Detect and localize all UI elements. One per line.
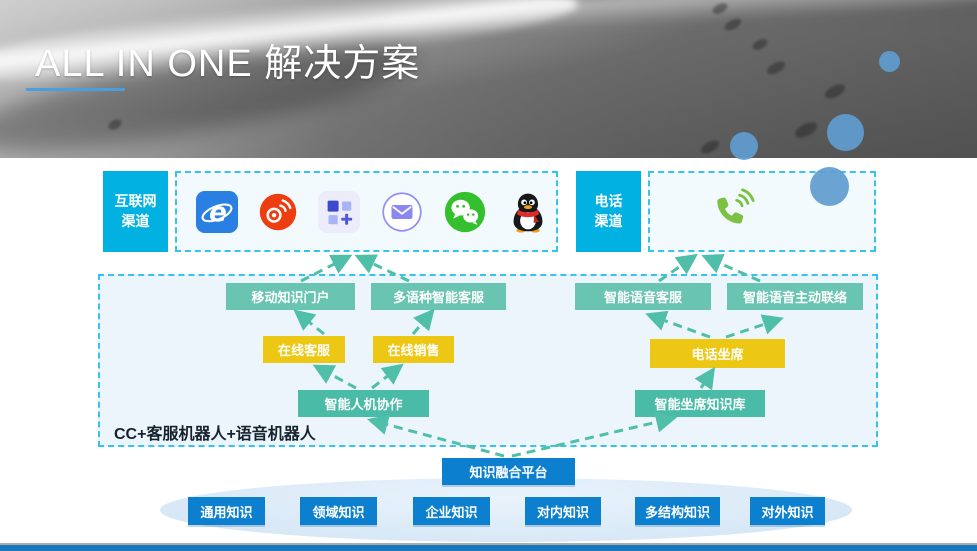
phone-channel-line2: 渠道	[594, 212, 623, 229]
internet-channel-label: 互联网 渠道	[103, 171, 168, 252]
node-external-knowledge: 对外知识	[750, 497, 825, 525]
phone-channel-label: 电话 渠道	[576, 171, 641, 252]
internet-channel-line1: 互联网	[114, 192, 157, 209]
decor-circle-medium	[827, 114, 864, 151]
mail-icon	[382, 191, 422, 232]
ie-browser-icon: e	[196, 190, 238, 233]
node-knowledge-fusion-platform: 知识融合平台	[442, 458, 575, 485]
node-domain-knowledge: 领域知识	[300, 497, 377, 525]
footprint	[750, 36, 770, 53]
node-general-knowledge: 通用知识	[188, 497, 265, 525]
node-smart-voice-service: 智能语音客服	[575, 283, 711, 310]
footprint	[764, 58, 788, 78]
node-online-sales: 在线销售	[373, 336, 454, 363]
node-multilingual-smart-service: 多语种智能客服	[371, 283, 506, 310]
internet-icons: e	[177, 190, 549, 233]
node-mobile-knowledge-portal: 移动知识门户	[226, 283, 355, 310]
footprint	[822, 81, 848, 102]
internet-channel-box: e	[175, 171, 558, 252]
phone-call-icon	[717, 188, 755, 224]
node-agent-knowledge-base: 智能坐席知识库	[635, 390, 765, 417]
mini-program-icon	[318, 190, 360, 233]
node-phone-agent: 电话坐席	[650, 339, 785, 368]
cc-caption: CC+客服机器人+语音机器人	[114, 426, 316, 443]
title-underline	[26, 88, 125, 91]
phone-channel-line1: 电话	[594, 192, 623, 209]
decor-circle-large	[810, 167, 849, 206]
node-human-machine-collab: 智能人机协作	[298, 390, 429, 417]
hero-photo: ALL IN ONE 解决方案	[0, 0, 977, 158]
internet-channel-line2: 渠道	[121, 212, 150, 229]
node-multistructure-knowledge: 多结构知识	[635, 497, 720, 525]
knowledge-ellipse	[160, 478, 852, 542]
node-internal-knowledge: 对内知识	[525, 497, 601, 525]
qq-icon	[513, 193, 543, 233]
node-smart-voice-outreach: 智能语音主动联络	[727, 283, 863, 310]
svg-text:e: e	[209, 197, 227, 227]
node-enterprise-knowledge: 企业知识	[413, 497, 490, 525]
weibo-icon	[259, 193, 297, 230]
footer-divider	[0, 543, 977, 545]
footprint	[698, 137, 722, 157]
page-title: ALL IN ONE 解决方案	[35, 43, 421, 85]
footprint	[792, 119, 820, 141]
decor-circle-edge	[730, 132, 758, 160]
footer-bar	[0, 545, 977, 551]
wechat-icon	[444, 191, 486, 232]
node-online-customer-service: 在线客服	[263, 336, 345, 363]
decor-circle-small	[879, 51, 900, 72]
